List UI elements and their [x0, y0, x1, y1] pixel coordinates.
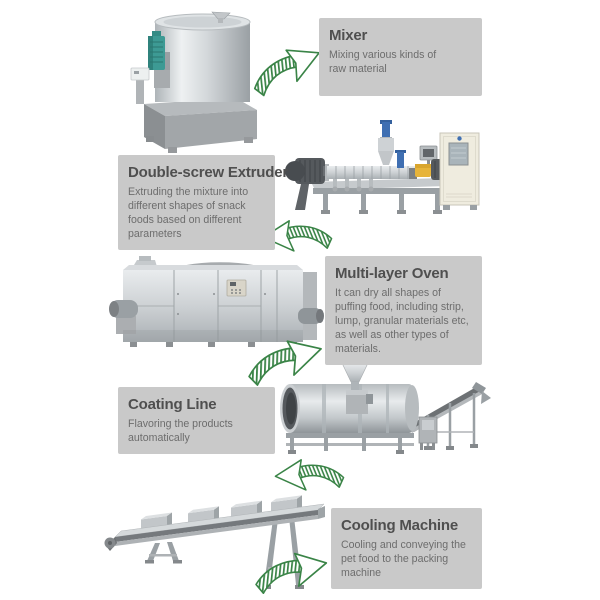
step-description-extruder: Extruding the mixture into different sha…: [128, 186, 249, 241]
cooling-machine-illustration: [103, 495, 327, 593]
extruder-machine-illustration: [283, 118, 483, 218]
step-description-coating: Flavoring the products automatically: [128, 418, 233, 445]
oven-machine-illustration: [106, 254, 324, 348]
step-title-cooling: Cooling Machine: [341, 517, 459, 534]
step-description-cooling: Cooling and conveying the pet food to th…: [341, 539, 466, 580]
flow-arrow-3-icon: [242, 336, 328, 392]
step-description-oven: It can dry all shapes of puffing food, i…: [335, 287, 469, 356]
flow-arrow-1-icon: [246, 42, 328, 102]
mixer-machine-illustration: [110, 11, 265, 154]
step-panel-extruder: Double-screw Extruder Extruding the mixt…: [118, 155, 289, 251]
step-panel-cooling: Cooling Machine Cooling and conveying th…: [331, 508, 482, 590]
step-title-oven: Multi-layer Oven: [335, 265, 449, 282]
step-title-coating: Coating Line: [128, 396, 217, 413]
step-panel-coating: Coating Line Flavoring the products auto…: [118, 387, 275, 455]
step-panel-oven: Multi-layer Oven It can dry all shapes o…: [325, 256, 482, 366]
step-panel-mixer: Mixer Mixing various kinds of raw materi…: [319, 18, 482, 96]
flow-arrow-5-icon: [250, 550, 332, 600]
step-title-mixer: Mixer: [329, 27, 368, 44]
flow-arrow-4-icon: [272, 452, 348, 504]
coating-machine-illustration: [278, 360, 492, 454]
step-title-extruder: Double-screw Extruder: [128, 164, 289, 181]
step-description-mixer: Mixing various kinds of raw material: [329, 49, 437, 76]
